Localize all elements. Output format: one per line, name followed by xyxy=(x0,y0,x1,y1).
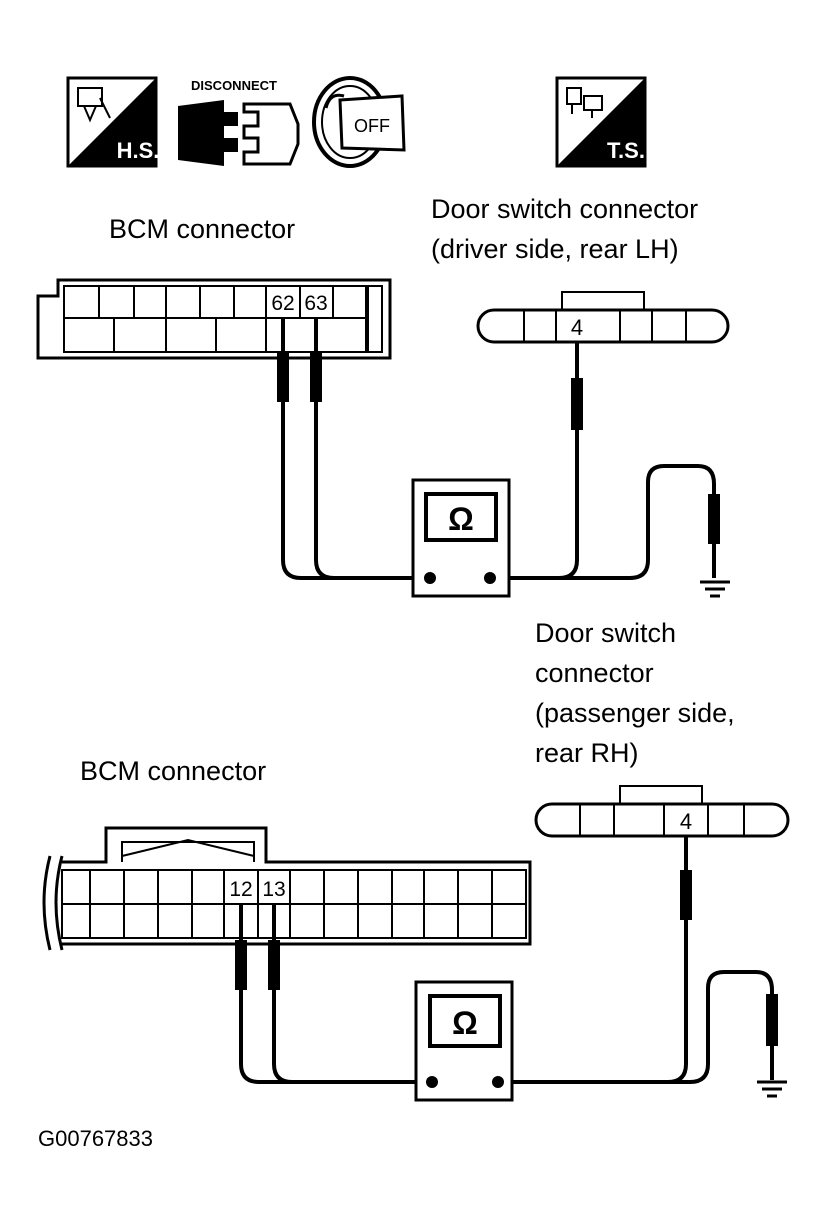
figure-id: G00767833 xyxy=(38,1126,153,1151)
door-switch-connector-top: 4 xyxy=(476,291,730,344)
door-pin-4-bottom: 4 xyxy=(680,809,692,834)
ohmmeter-bottom: Ω xyxy=(414,980,514,1102)
door-switch-connector-bottom: 4 xyxy=(534,785,790,838)
door-switch-label-bottom-line3: (passenger side, xyxy=(535,698,735,728)
door-switch-label-bottom-line4: rear RH) xyxy=(535,738,639,768)
ground-icon-top xyxy=(700,580,730,598)
bcm-connector-top: 62 63 xyxy=(36,278,392,360)
bcm-pin-13: 13 xyxy=(262,878,285,901)
wires-top xyxy=(281,318,716,580)
bcm-pin-63: 63 xyxy=(304,292,327,315)
ohm-symbol-top: Ω xyxy=(448,501,474,537)
bcm-connector-label-top: BCM connector xyxy=(109,214,296,244)
wires-bottom xyxy=(239,836,774,1084)
hs-icon: H.S. xyxy=(66,76,160,168)
ignition-off-icon: OFF xyxy=(312,76,406,168)
door-switch-label-bottom-line1: Door switch xyxy=(535,618,677,648)
disconnect-label: DISCONNECT xyxy=(191,78,277,93)
ts-icon: T.S. xyxy=(555,76,647,168)
ohm-symbol-bottom: Ω xyxy=(452,1005,478,1041)
door-pin-4-top: 4 xyxy=(571,315,583,340)
door-switch-label-top-line1: Door switch connector xyxy=(431,194,699,224)
off-label: OFF xyxy=(354,116,390,136)
bcm-connector-bottom: 12 13 xyxy=(42,826,532,951)
hs-label: H.S. xyxy=(117,138,160,163)
bcm-connector-label-bottom: BCM connector xyxy=(80,756,267,786)
disconnect-icon: DISCONNECT xyxy=(178,78,300,166)
ground-icon-bottom xyxy=(757,1080,787,1098)
bcm-pin-62: 62 xyxy=(271,292,294,315)
ts-label: T.S. xyxy=(607,138,645,163)
ohmmeter-top: Ω xyxy=(411,478,511,598)
probes-top xyxy=(277,352,720,544)
bcm-pin-12: 12 xyxy=(229,878,252,901)
door-switch-label-top-line2: (driver side, rear LH) xyxy=(431,234,679,264)
probes-bottom xyxy=(235,870,778,1046)
door-switch-label-bottom-line2: connector xyxy=(535,658,654,688)
